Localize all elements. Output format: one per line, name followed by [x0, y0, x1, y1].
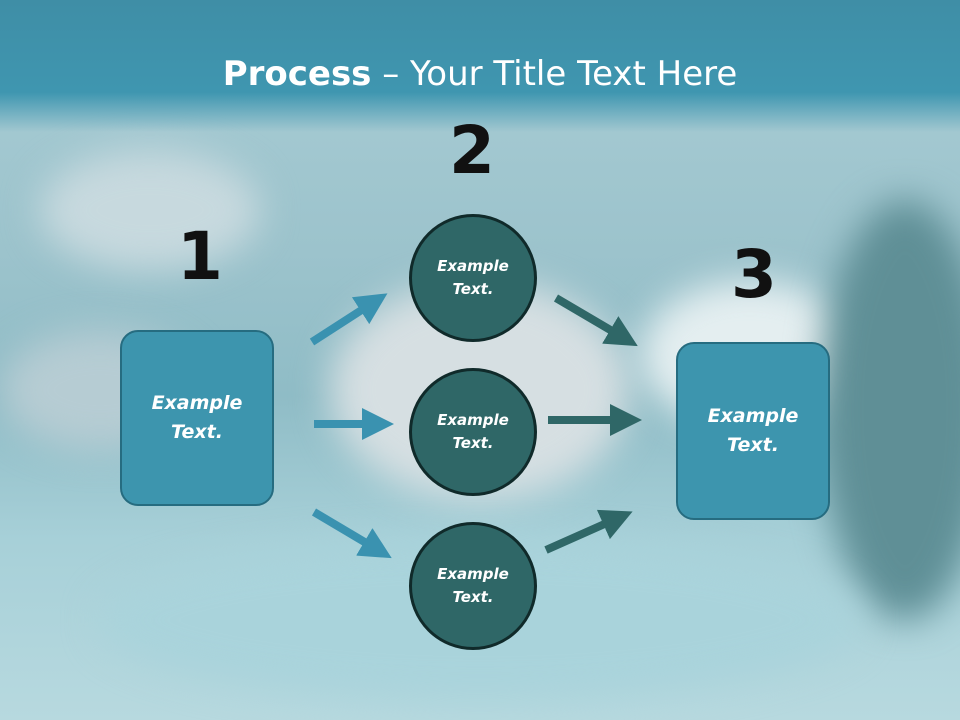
step-1-box: Example Text. [120, 330, 274, 506]
title-rest: – Your Title Text Here [371, 54, 738, 94]
circle-label-line2: Text. [452, 280, 494, 298]
step-2-circle-top: Example Text. [409, 214, 537, 342]
box-label-line2: Text. [727, 434, 779, 456]
step-number-1: 1 [177, 218, 223, 295]
circle-label-line1: Example [437, 565, 509, 583]
arrow-right-icon [553, 294, 638, 347]
page-title: Process – Your Title Text Here [0, 50, 960, 98]
step-number-3: 3 [731, 236, 777, 313]
title-bold: Process [222, 54, 372, 94]
step-2-circle-middle: Example Text. [409, 368, 537, 496]
step-3-box: Example Text. [676, 342, 830, 520]
box-label-line2: Text. [171, 421, 223, 443]
step-2-circle-bottom: Example Text. [409, 522, 537, 650]
circle-label-line1: Example [437, 411, 509, 429]
arrow-right-icon [544, 509, 633, 554]
arrow-right-icon [311, 508, 392, 559]
circle-label-line1: Example [437, 257, 509, 275]
circle-label-line2: Text. [452, 434, 494, 452]
header-band [0, 0, 960, 132]
arrow-right-icon [309, 293, 388, 346]
box-label-line1: Example [707, 405, 799, 427]
step-number-2: 2 [449, 112, 495, 189]
circle-label-line2: Text. [452, 588, 494, 606]
box-label-line1: Example [151, 392, 243, 414]
